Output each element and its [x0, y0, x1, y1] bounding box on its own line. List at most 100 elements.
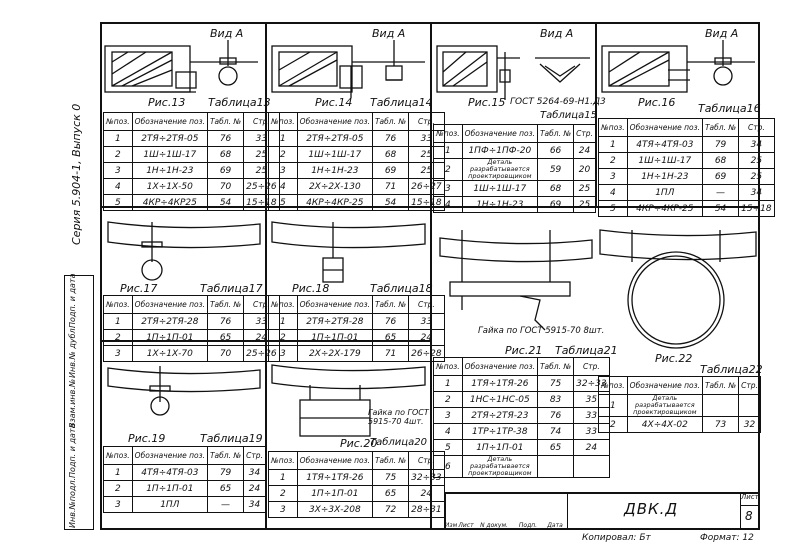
cell-designation: 1П÷1П-01	[461, 439, 538, 456]
cell-designation: 2ТЯ÷2ТЯ-28	[296, 313, 373, 330]
cell-table-no: 75	[536, 375, 575, 392]
cell-table-no: 69	[371, 162, 410, 179]
cell-table-no: 66	[536, 142, 575, 159]
cell-designation: 4КР÷4КР25	[131, 194, 208, 211]
cell-pos: 2	[103, 329, 133, 346]
cell-page: 32	[738, 416, 761, 433]
cell-table-no: 69	[536, 196, 575, 213]
table-header-name: Обозначение поз.	[131, 112, 208, 131]
divider	[595, 22, 597, 206]
cell-designation: 1ТЯ÷1ТЯ-26	[296, 469, 373, 486]
cell-designation: 2ТЯ÷2ТЯ-05	[131, 130, 208, 147]
fig21-table-title: Таблица21	[555, 344, 618, 357]
cell-pos: 1	[598, 394, 628, 417]
cell-pos: 1	[268, 469, 298, 486]
cell-table-no: 79	[206, 464, 245, 481]
cell-designation: 1Ш÷1Ш-17	[131, 146, 208, 163]
cell-table-no: 65	[371, 485, 410, 502]
fig17-table-title: Таблица17	[200, 282, 263, 295]
cell-designation: 1ТР÷1ТР-38	[461, 423, 538, 440]
table-header-pos: №поз.	[268, 451, 298, 470]
table-header-table: Табл. №	[536, 124, 575, 143]
table-header-name: Обозначение поз.	[296, 295, 373, 314]
cell-page: 34	[738, 184, 775, 201]
fig16-caption: Рис.16	[638, 96, 676, 109]
cell-designation: 1ПЛ	[131, 496, 208, 513]
fig14-view: Вид А	[372, 27, 406, 40]
copied-by: Копировал: Бт	[582, 533, 651, 543]
cell-page: 34	[243, 464, 266, 481]
cell-table-no: 73	[701, 416, 740, 433]
cell-pos: 4	[268, 178, 298, 195]
cell-table-no: 54	[701, 200, 740, 217]
cell-designation: 1ТЯ÷1ТЯ-26	[461, 375, 538, 392]
cell-designation: 1ПЛ	[626, 184, 703, 201]
table-header-name: Обозначение поз.	[296, 112, 373, 131]
table-header-pos: №поз.	[103, 112, 133, 131]
table-header-pos: №поз.	[268, 295, 298, 314]
cell-designation: Деталь разрабатывается проектировщиком	[626, 394, 703, 417]
table-header-pos: №поз.	[103, 295, 133, 314]
cell-table-no: 65	[371, 329, 410, 346]
fig17-caption: Рис.17	[120, 282, 158, 295]
cell-pos: 2	[268, 146, 298, 163]
table-header-table: Табл. №	[206, 112, 245, 131]
cell-designation: 1ПФ÷1ПФ-20	[461, 142, 538, 159]
col-list: Лист	[458, 522, 474, 529]
cell-designation: 4Х÷4Х-02	[626, 416, 703, 433]
table-header-pos: №поз.	[598, 118, 628, 137]
cell-pos: 5	[268, 194, 298, 211]
fig22-table-title: Таблица22	[700, 363, 763, 376]
table-header-table: Табл. №	[371, 112, 410, 131]
table-header-page: Стр.	[738, 118, 775, 137]
table-header-name: Обозначение поз.	[296, 451, 373, 470]
cell-table-no: 79	[701, 136, 740, 153]
cell-table-no: 65	[536, 439, 575, 456]
cell-page: 34	[243, 496, 266, 513]
table-header-pos: №поз.	[103, 446, 133, 465]
cell-designation: 1Н÷1Н-23	[626, 168, 703, 185]
cell-designation: 1НС÷1НС-05	[461, 391, 538, 408]
fig13-caption: Рис.13	[148, 96, 186, 109]
cell-designation: 1Х÷1Х-50	[131, 178, 208, 195]
cell-page: 24	[408, 329, 445, 346]
cell-pos: 3	[103, 345, 133, 362]
table-header-table: Табл. №	[371, 451, 410, 470]
cell-table-no: 68	[536, 180, 575, 197]
sheet-number: 8	[745, 509, 753, 523]
cell-pos: 3	[433, 407, 463, 424]
cell-designation: 1П÷1П-01	[296, 329, 373, 346]
cell-table-no: 68	[371, 146, 410, 163]
cell-page: 25	[738, 152, 775, 169]
table-header-name: Обозначение поз.	[461, 357, 538, 376]
cell-pos: 3	[268, 162, 298, 179]
col-doc: N докум.	[480, 522, 508, 529]
cell-table-no: 69	[701, 168, 740, 185]
fig20-note: Гайка по ГОСТ 5915-70 4шт.	[368, 408, 429, 426]
cell-designation: 1П÷1П-01	[296, 485, 373, 502]
cell-page	[573, 455, 610, 478]
cell-designation: 2Х÷2Х-179	[296, 345, 373, 362]
